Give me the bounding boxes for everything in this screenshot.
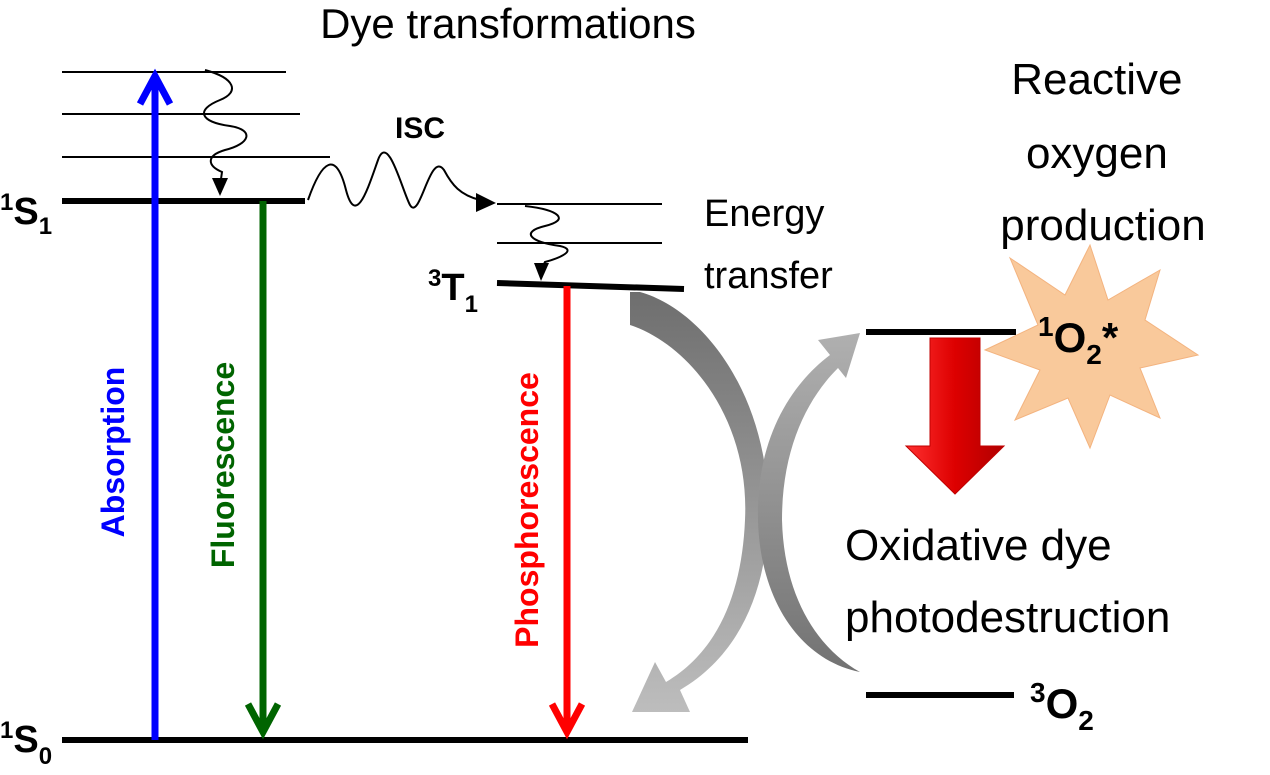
vibrational-relaxation-squiggle: [203, 69, 248, 187]
isc-arrowhead: [476, 193, 496, 212]
s0-label: 1S0: [0, 717, 52, 770]
absorption-label: Absorption: [95, 367, 131, 538]
oxygen-excitation-transfer-arrow: [757, 333, 860, 696]
phosphorescence-arrowhead: [548, 702, 586, 740]
singlet-oxygen-starburst: [983, 243, 1200, 450]
t1-level: [496, 280, 685, 292]
t1-label: 3T1: [428, 265, 478, 318]
absorption-arrowhead: [136, 68, 174, 106]
fluorescence-label: Fluorescence: [205, 362, 241, 568]
triplet-relaxation-arrowhead: [534, 263, 549, 281]
triplet-relaxation-squiggle: [524, 205, 569, 269]
photodestruction-arrow: [904, 337, 1006, 495]
s1-label: 1S1: [0, 189, 52, 240]
isc-label: ISC: [395, 112, 445, 145]
energy-transfer-label: Energy transfer: [704, 193, 835, 297]
photodestruction-label: Oxidative dye photodestruction: [845, 521, 1170, 642]
isc-wavy-arrow: [307, 151, 481, 209]
diagram-title: Dye transformations: [320, 0, 696, 47]
triplet-to-ground-transfer-arrow: [630, 292, 769, 712]
reactive-oxygen-label: Reactive oxygen production: [1000, 55, 1205, 250]
vibrational-relaxation-arrowhead: [212, 178, 228, 196]
ground-oxygen-label: 3O2: [1030, 677, 1094, 736]
singlet-oxygen-label: 1O2*: [1038, 311, 1119, 370]
fluorescence-arrowhead: [244, 702, 282, 740]
phosphorescence-label: Phosphorescence: [509, 372, 545, 648]
